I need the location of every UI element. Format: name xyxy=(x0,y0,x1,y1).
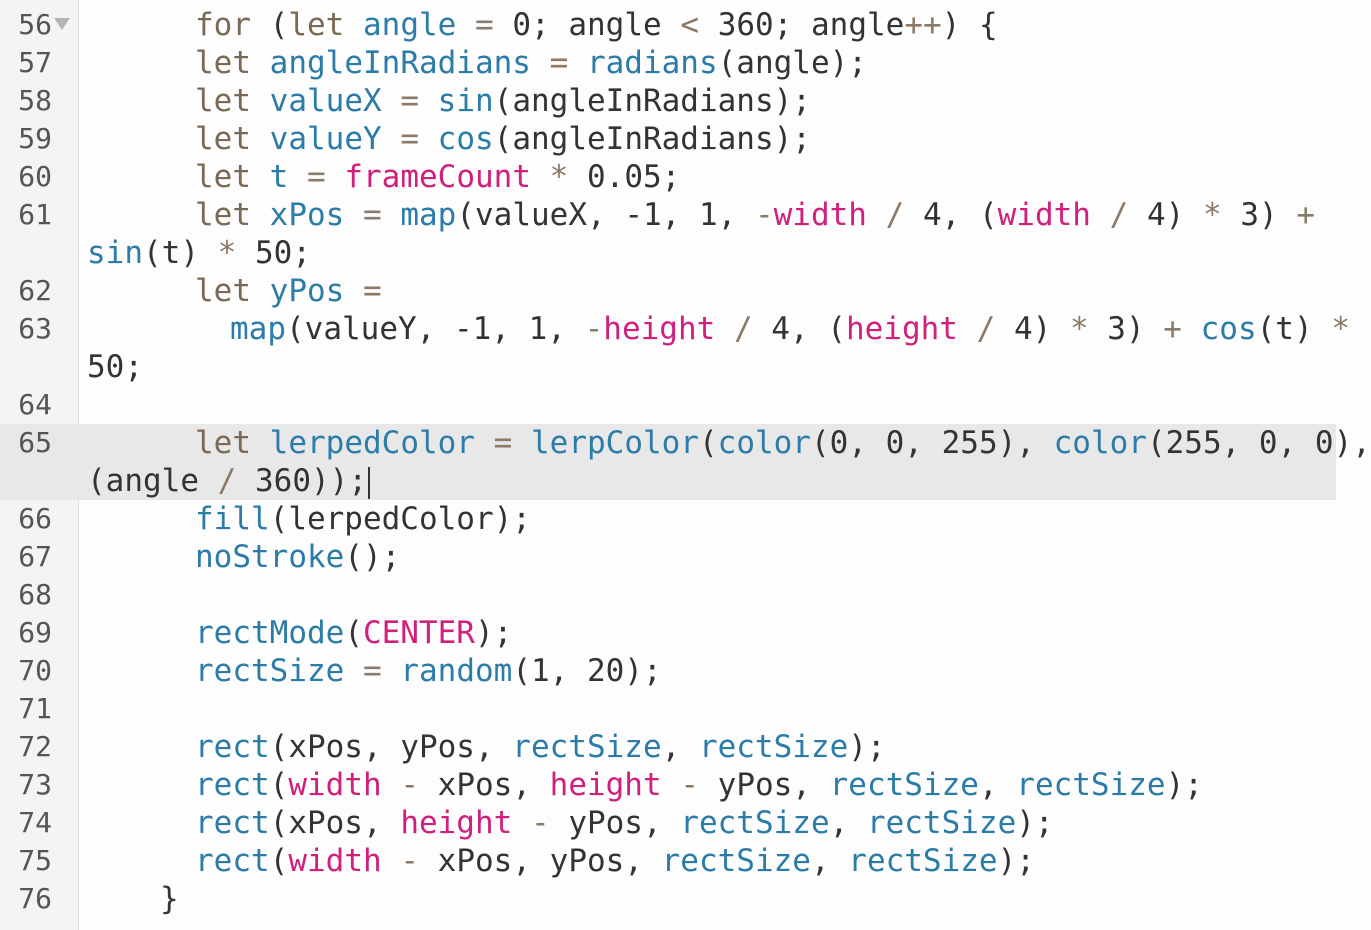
line-number: 62 xyxy=(18,274,52,307)
code-text[interactable]: noStroke(); xyxy=(195,539,401,575)
line-number: 71 xyxy=(18,692,52,725)
code-text[interactable]: rectSize = random(1, 20); xyxy=(195,653,662,689)
code-line[interactable]: 64 xyxy=(0,386,1336,424)
code-line[interactable]: 71 xyxy=(0,690,1336,728)
text-cursor xyxy=(367,466,370,499)
line-number: 76 xyxy=(18,882,52,915)
code-line[interactable]: 57 let angleInRadians = radians(angle); xyxy=(0,44,1336,82)
code-text[interactable]: let angleInRadians = radians(angle); xyxy=(195,45,867,81)
line-number: 66 xyxy=(18,502,52,535)
code-text-wrapped[interactable]: (angle / 360)); xyxy=(87,462,370,500)
code-line[interactable]: 68 xyxy=(0,576,1336,614)
code-text[interactable]: let lerpedColor = lerpColor(color(0, 0, … xyxy=(195,425,1371,461)
code-text-wrapped[interactable]: 50; xyxy=(87,349,143,385)
code-text[interactable]: let valueY = cos(angleInRadians); xyxy=(195,121,811,157)
line-number: 59 xyxy=(18,122,52,155)
line-number: 69 xyxy=(18,616,52,649)
code-text[interactable]: rect(width - xPos, yPos, rectSize, rectS… xyxy=(195,843,1035,879)
code-line[interactable]: 69 rectMode(CENTER); xyxy=(0,614,1336,652)
code-line[interactable]: 63 map(valueY, -1, 1, -height / 4, (heig… xyxy=(0,310,1350,386)
line-number: 74 xyxy=(18,806,52,839)
code-text-wrapped[interactable]: sin(t) * 50; xyxy=(87,235,312,271)
code-line[interactable]: 60 let t = frameCount * 0.05; xyxy=(0,158,1336,196)
code-line[interactable]: 72 rect(xPos, yPos, rectSize, rectSize); xyxy=(0,728,1336,766)
line-number: 67 xyxy=(18,540,52,573)
code-text[interactable]: rectMode(CENTER); xyxy=(195,615,513,651)
line-number: 63 xyxy=(18,312,52,345)
code-line[interactable]: 66 fill(lerpedColor); xyxy=(0,500,1336,538)
code-line[interactable]: 74 rect(xPos, height - yPos, rectSize, r… xyxy=(0,804,1336,842)
code-text[interactable]: rect(xPos, yPos, rectSize, rectSize); xyxy=(195,729,886,765)
code-text[interactable]: map(valueY, -1, 1, -height / 4, (height … xyxy=(230,311,1350,347)
code-line[interactable]: 58 let valueX = sin(angleInRadians); xyxy=(0,82,1336,120)
line-number: 65 xyxy=(18,426,52,459)
code-line[interactable]: 59 let valueY = cos(angleInRadians); xyxy=(0,120,1336,158)
code-line[interactable]: 62 let yPos = xyxy=(0,272,1336,310)
line-number: 60 xyxy=(18,160,52,193)
code-text[interactable]: rect(width - xPos, height - yPos, rectSi… xyxy=(195,767,1203,803)
code-line[interactable]: 75 rect(width - xPos, yPos, rectSize, re… xyxy=(0,842,1336,880)
line-number: 73 xyxy=(18,768,52,801)
code-text[interactable]: let t = frameCount * 0.05; xyxy=(195,159,681,195)
code-line[interactable]: 76 } xyxy=(0,880,1336,918)
code-text[interactable]: fill(lerpedColor); xyxy=(195,501,531,537)
code-line-active[interactable]: 65 let lerpedColor = lerpColor(color(0, … xyxy=(0,424,1371,500)
line-number: 56 xyxy=(18,8,52,41)
line-number: 75 xyxy=(18,844,52,877)
line-number: 64 xyxy=(18,388,52,421)
line-number: 68 xyxy=(18,578,52,611)
code-text[interactable]: for (let angle = 0; angle < 360; angle++… xyxy=(195,7,998,43)
line-number: 72 xyxy=(18,730,52,763)
code-text[interactable]: let xPos = map(valueX, -1, 1, -width / 4… xyxy=(195,197,1315,233)
code-text[interactable]: rect(xPos, height - yPos, rectSize, rect… xyxy=(195,805,1054,841)
line-number: 57 xyxy=(18,46,52,79)
line-number: 61 xyxy=(18,198,52,231)
line-number: 58 xyxy=(18,84,52,117)
code-line[interactable]: 67 noStroke(); xyxy=(0,538,1336,576)
code-text[interactable]: let yPos = xyxy=(195,273,382,309)
code-text[interactable]: } xyxy=(160,881,179,917)
line-number: 70 xyxy=(18,654,52,687)
code-line[interactable]: 73 rect(width - xPos, height - yPos, rec… xyxy=(0,766,1336,804)
code-line[interactable]: 56 for (let angle = 0; angle < 360; angl… xyxy=(0,6,1336,44)
code-line[interactable]: 61 let xPos = map(valueX, -1, 1, -width … xyxy=(0,196,1336,272)
code-text[interactable]: let valueX = sin(angleInRadians); xyxy=(195,83,811,119)
code-line[interactable]: 70 rectSize = random(1, 20); xyxy=(0,652,1336,690)
chevron-down-icon[interactable] xyxy=(54,18,70,30)
